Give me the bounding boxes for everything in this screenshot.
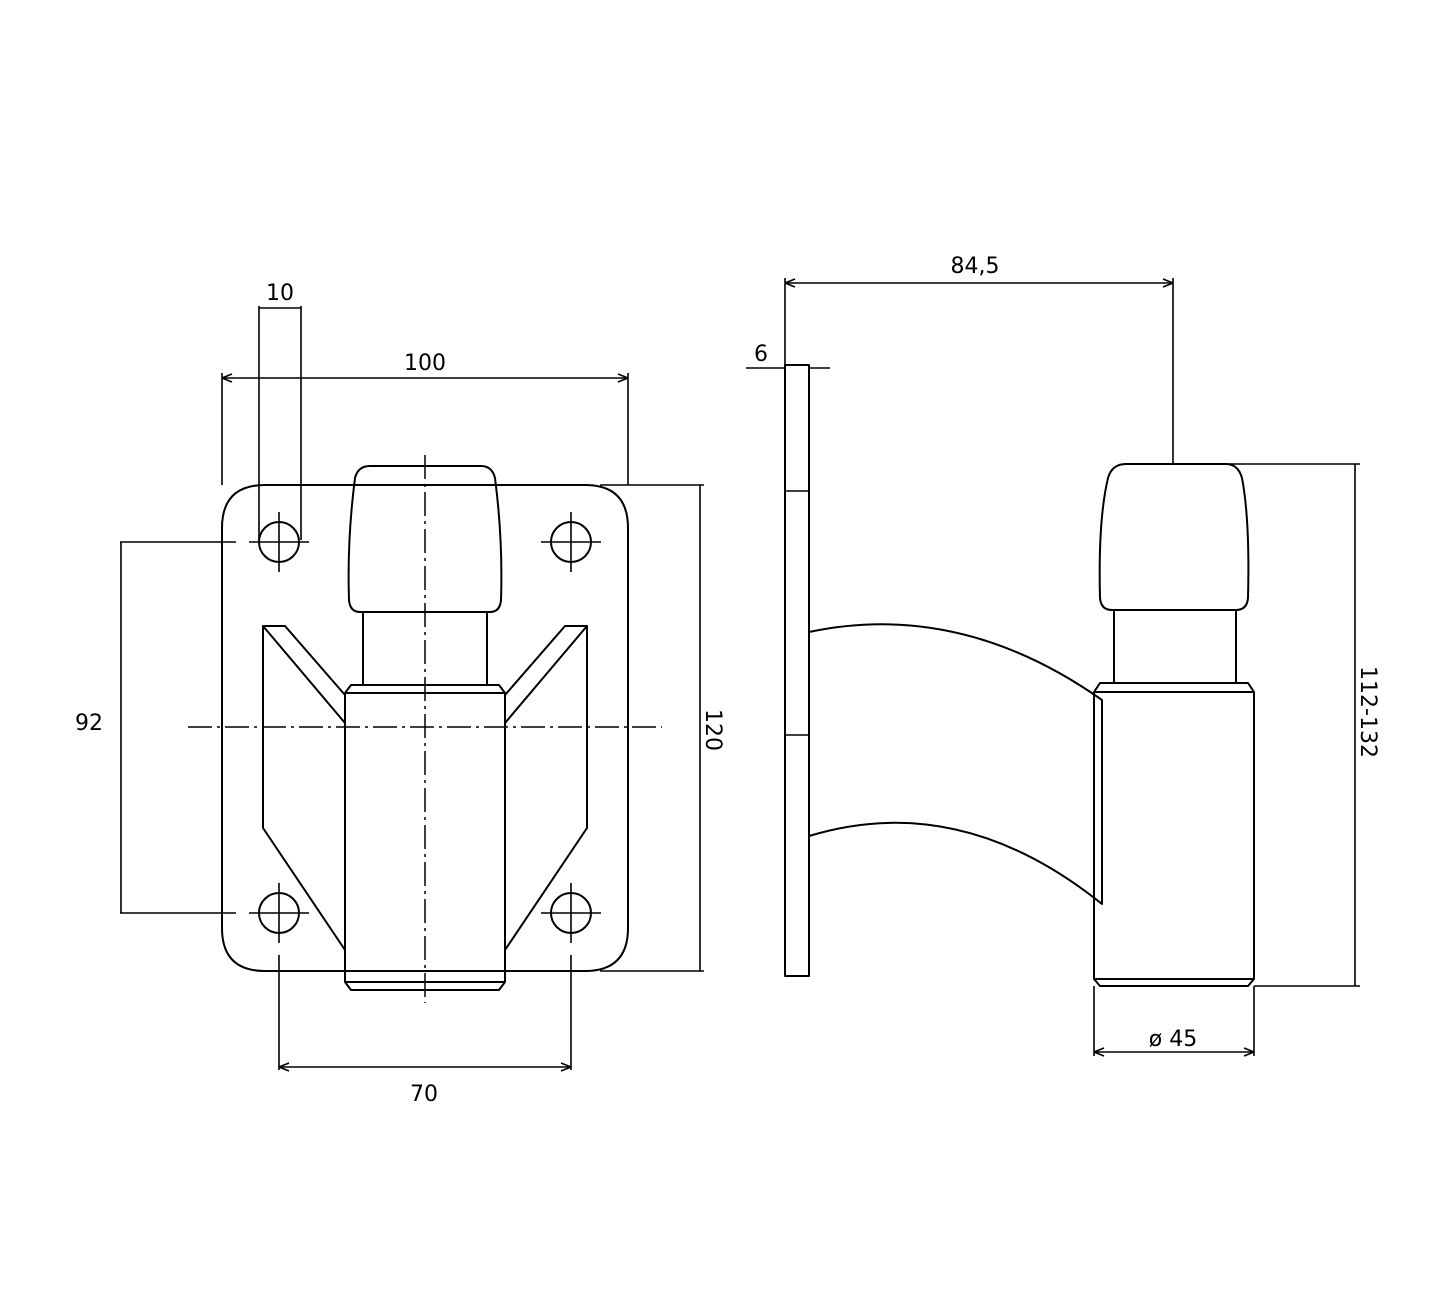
side-neck — [1113, 609, 1237, 684]
dimension-plate-thickness-label: 6 — [754, 342, 768, 367]
side-curved-arm — [808, 623, 1103, 905]
dimension-hole-horizontal-spacing-label: 70 — [410, 1082, 438, 1107]
dimension-projection: 84,5 — [784, 254, 1174, 464]
side-view: 84,5 6 112-132 ø 45 — [746, 254, 1380, 1057]
dimension-plate-width-label: 100 — [404, 351, 446, 376]
left-gusset — [262, 625, 346, 951]
mounting-plate-outline — [221, 484, 629, 972]
dimension-plate-height-label: 120 — [700, 709, 725, 751]
side-wall-plate — [784, 364, 810, 977]
dimension-hole-horizontal-spacing: 70 — [278, 955, 572, 1107]
dimension-hole-vertical-spacing: 92 — [75, 541, 236, 914]
dimension-plate-thickness: 6 — [746, 342, 830, 369]
dimension-hole-diameter-label: 10 — [266, 281, 294, 306]
front-neck — [362, 611, 488, 686]
dimension-tube-diameter: ø 45 — [1093, 986, 1255, 1057]
dimension-hole-vertical-spacing-label: 92 — [75, 711, 103, 736]
dimension-plate-height: 120 — [600, 484, 725, 972]
dimension-plate-width: 100 — [221, 351, 629, 485]
side-wall-plate-marks — [785, 490, 809, 736]
right-gusset — [504, 625, 588, 951]
mounting-holes — [249, 512, 601, 943]
side-cap — [1098, 463, 1250, 611]
dimension-height-range-label: 112-132 — [1355, 666, 1380, 758]
front-cap — [347, 465, 503, 613]
dimension-tube-diameter-label: ø 45 — [1149, 1027, 1197, 1052]
dimension-hole-diameter: 10 — [258, 281, 302, 540]
side-tube — [1093, 682, 1255, 987]
dimension-height-range: 112-132 — [1226, 463, 1380, 987]
dimension-projection-label: 84,5 — [951, 254, 1000, 279]
hole-centermarks — [249, 512, 601, 943]
front-view: 10 100 92 120 70 — [75, 281, 725, 1107]
